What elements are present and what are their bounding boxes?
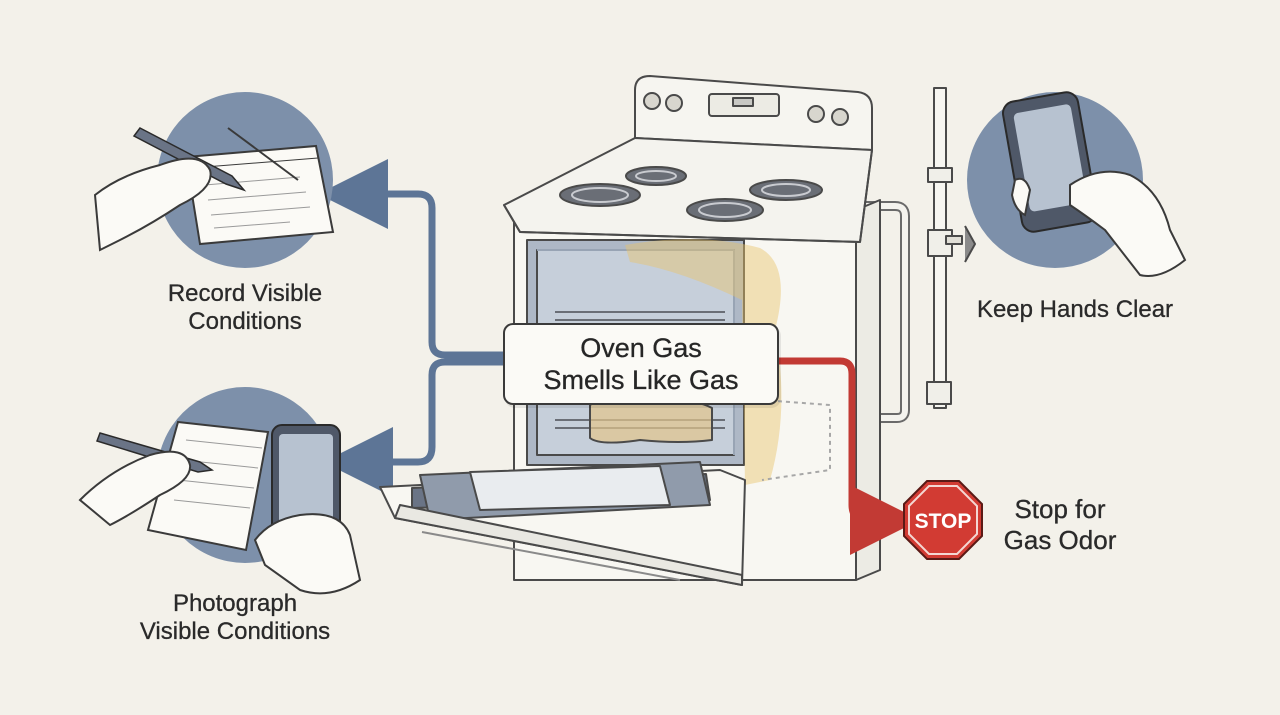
step-record-label: Record Visible Conditions	[120, 280, 370, 336]
step-hands-label: Keep Hands Clear	[955, 296, 1195, 324]
step-photograph-label: Photograph Visible Conditions	[95, 590, 375, 646]
stop-sign-text: STOP	[915, 510, 972, 533]
step-stop-line1: Stop for	[1014, 494, 1106, 524]
notepad-pen-icon	[93, 92, 335, 268]
center-node-line2: Smells Like Gas	[543, 365, 739, 395]
step-stop-line2: Gas Odor	[1003, 525, 1117, 555]
step-record-line2: Conditions	[188, 308, 302, 335]
step-photograph-line2: Visible Conditions	[139, 618, 331, 645]
phone-in-hand-icon	[967, 91, 1187, 277]
step-stop-label: Stop for Gas Odor	[995, 494, 1125, 556]
connector-arrow-stop	[771, 357, 920, 555]
notepad-phone-icon	[78, 387, 362, 595]
connector-arrow-record	[318, 159, 507, 359]
center-node-line1: Oven Gas	[580, 333, 702, 363]
step-hands-line1: Keep Hands Clear	[976, 296, 1174, 323]
step-photograph-line1: Photograph	[172, 590, 298, 617]
step-record-line1: Record Visible	[167, 280, 323, 307]
stop-sign-icon: STOP	[903, 480, 983, 560]
center-node-box: Oven Gas Smells Like Gas	[503, 323, 779, 405]
connector-arrow-photograph	[323, 358, 507, 497]
